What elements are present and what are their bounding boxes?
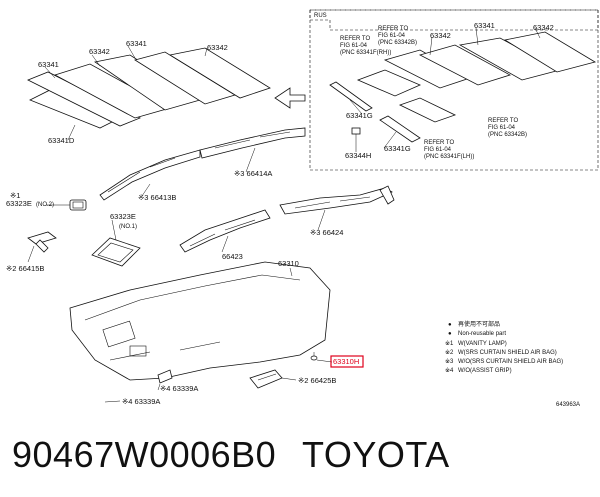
clip-63310h: [310, 352, 333, 363]
part-number: 90467W0006B0: [12, 434, 277, 475]
svg-text:REFER TO: REFER TO: [340, 36, 370, 42]
grip-63339a: [157, 369, 173, 391]
svg-text:FIG 61-04: FIG 61-04: [340, 43, 368, 49]
trim-66414a: [199, 127, 306, 159]
svg-text:FIG 61-04: FIG 61-04: [424, 147, 452, 153]
svg-text:●: ●: [448, 331, 452, 337]
ref-note-4: REFER TO FIG 61-04 (PNC 63341F(LH)): [424, 140, 474, 160]
bracket-66425b: [249, 369, 283, 389]
label-63323e-no1: 63323E: [110, 212, 136, 221]
strip-63341g-b: [379, 115, 421, 143]
pad-group-right: [329, 27, 597, 152]
label-63310h: 63310H: [333, 357, 359, 366]
ref-note-1: REFER TO FIG 61-04 (PNC 63341F(RH)): [340, 36, 391, 56]
label-63323e-no2-suffix: (NO.2): [36, 202, 54, 208]
svg-text:再使用不可部品: 再使用不可部品: [458, 320, 500, 328]
headliner-63310: [69, 261, 331, 381]
label-63344h: 63344H: [345, 151, 371, 160]
label-63342-b: 63342: [207, 43, 228, 52]
svg-text:※1: ※1: [445, 340, 454, 347]
pad-group-left: [27, 45, 271, 141]
parts-diagram: RUS 63341 63342 63341 63342 63341D: [6, 9, 599, 408]
label-63341g-a: 63341G: [346, 111, 373, 120]
strip-63341g-a: [329, 81, 373, 112]
label-63342-a: 63342: [89, 47, 110, 56]
label-63341d: 63341D: [48, 136, 75, 145]
svg-text:※2: ※2: [445, 349, 454, 356]
svg-text:(PNC 63341F(LH)): (PNC 63341F(LH)): [424, 154, 474, 160]
pad-63342-b: [168, 47, 271, 99]
ref-note-3: REFER TO FIG 61-04 (PNC 63342B): [488, 118, 527, 138]
label-63323e-mark: ※1: [10, 191, 20, 200]
label-63323e-no2: 63323E: [6, 199, 32, 208]
pad-63342-rus: [503, 31, 597, 73]
svg-text:※4: ※4: [445, 367, 454, 374]
vanity-lamp-63323e-no1: [91, 237, 141, 267]
arrow-left-icon: [274, 87, 306, 109]
label-63341-c: 63341: [474, 21, 495, 30]
label-63339a-a: ※4 63339A: [160, 384, 198, 393]
svg-text:REFER TO: REFER TO: [488, 118, 518, 124]
svg-text:W/O(SRS CURTAIN SHIELD AIR BAG: W/O(SRS CURTAIN SHIELD AIR BAG): [458, 359, 563, 365]
label-66414a: ※3 66414A: [234, 169, 272, 178]
label-63341-b: 63341: [126, 39, 147, 48]
rus-region: RUS: [309, 9, 599, 171]
label-66413b: ※3 66413B: [138, 193, 176, 202]
label-66423: 66423: [222, 252, 243, 261]
label-66415b: ※2 66415B: [6, 264, 44, 273]
label-63310: 63310: [278, 259, 299, 268]
svg-text:FIG 61-04: FIG 61-04: [488, 125, 516, 131]
label-66425b: ※2 66425B: [298, 376, 336, 385]
label-66424: ※3 66424: [310, 228, 343, 237]
svg-text:W(VANITY LAMP): W(VANITY LAMP): [458, 341, 507, 347]
svg-text:(PNC 63341F(RH)): (PNC 63341F(RH)): [340, 50, 391, 56]
svg-text:REFER TO: REFER TO: [378, 26, 408, 32]
label-63323e-no1-suffix: (NO.1): [119, 224, 137, 230]
trim-66424: [279, 185, 395, 215]
label-63342-c: 63342: [430, 31, 451, 40]
label-63341g-b: 63341G: [384, 144, 411, 153]
vanity-lamp-63323e-no2: [69, 199, 87, 211]
svg-text:●: ●: [448, 322, 452, 328]
label-63341-a: 63341: [38, 60, 59, 69]
highlight-box: [330, 355, 364, 368]
svg-text:FIG 61-04: FIG 61-04: [378, 33, 406, 39]
label-63342-d: 63342: [533, 23, 554, 32]
svg-text:W/O(ASSIST GRIP): W/O(ASSIST GRIP): [458, 368, 512, 374]
svg-text:W(SRS CURTAIN SHIELD AIR BAG): W(SRS CURTAIN SHIELD AIR BAG): [458, 350, 557, 356]
bracket-66415b: [27, 231, 57, 253]
svg-text:REFER TO: REFER TO: [424, 140, 454, 146]
svg-text:Non-reusable part: Non-reusable part: [458, 331, 506, 337]
trim-66413b: [99, 149, 201, 201]
diagram-number: 643963A: [556, 402, 580, 408]
region-label: RUS: [314, 13, 327, 19]
trim-66423: [179, 209, 271, 253]
ref-note-2: REFER TO FIG 61-04 (PNC 63342B): [378, 26, 417, 46]
legend: ● 再使用不可部品 ● Non-reusable part ※1 W(VANIT…: [445, 320, 563, 374]
clip-63344h: [351, 127, 361, 135]
label-63339a-b: ※4 63339A: [122, 397, 160, 406]
svg-text:(PNC 63342B): (PNC 63342B): [378, 40, 417, 46]
brand-name: TOYOTA: [302, 434, 450, 475]
svg-text:※3: ※3: [445, 358, 454, 365]
svg-text:(PNC 63342B): (PNC 63342B): [488, 132, 527, 138]
